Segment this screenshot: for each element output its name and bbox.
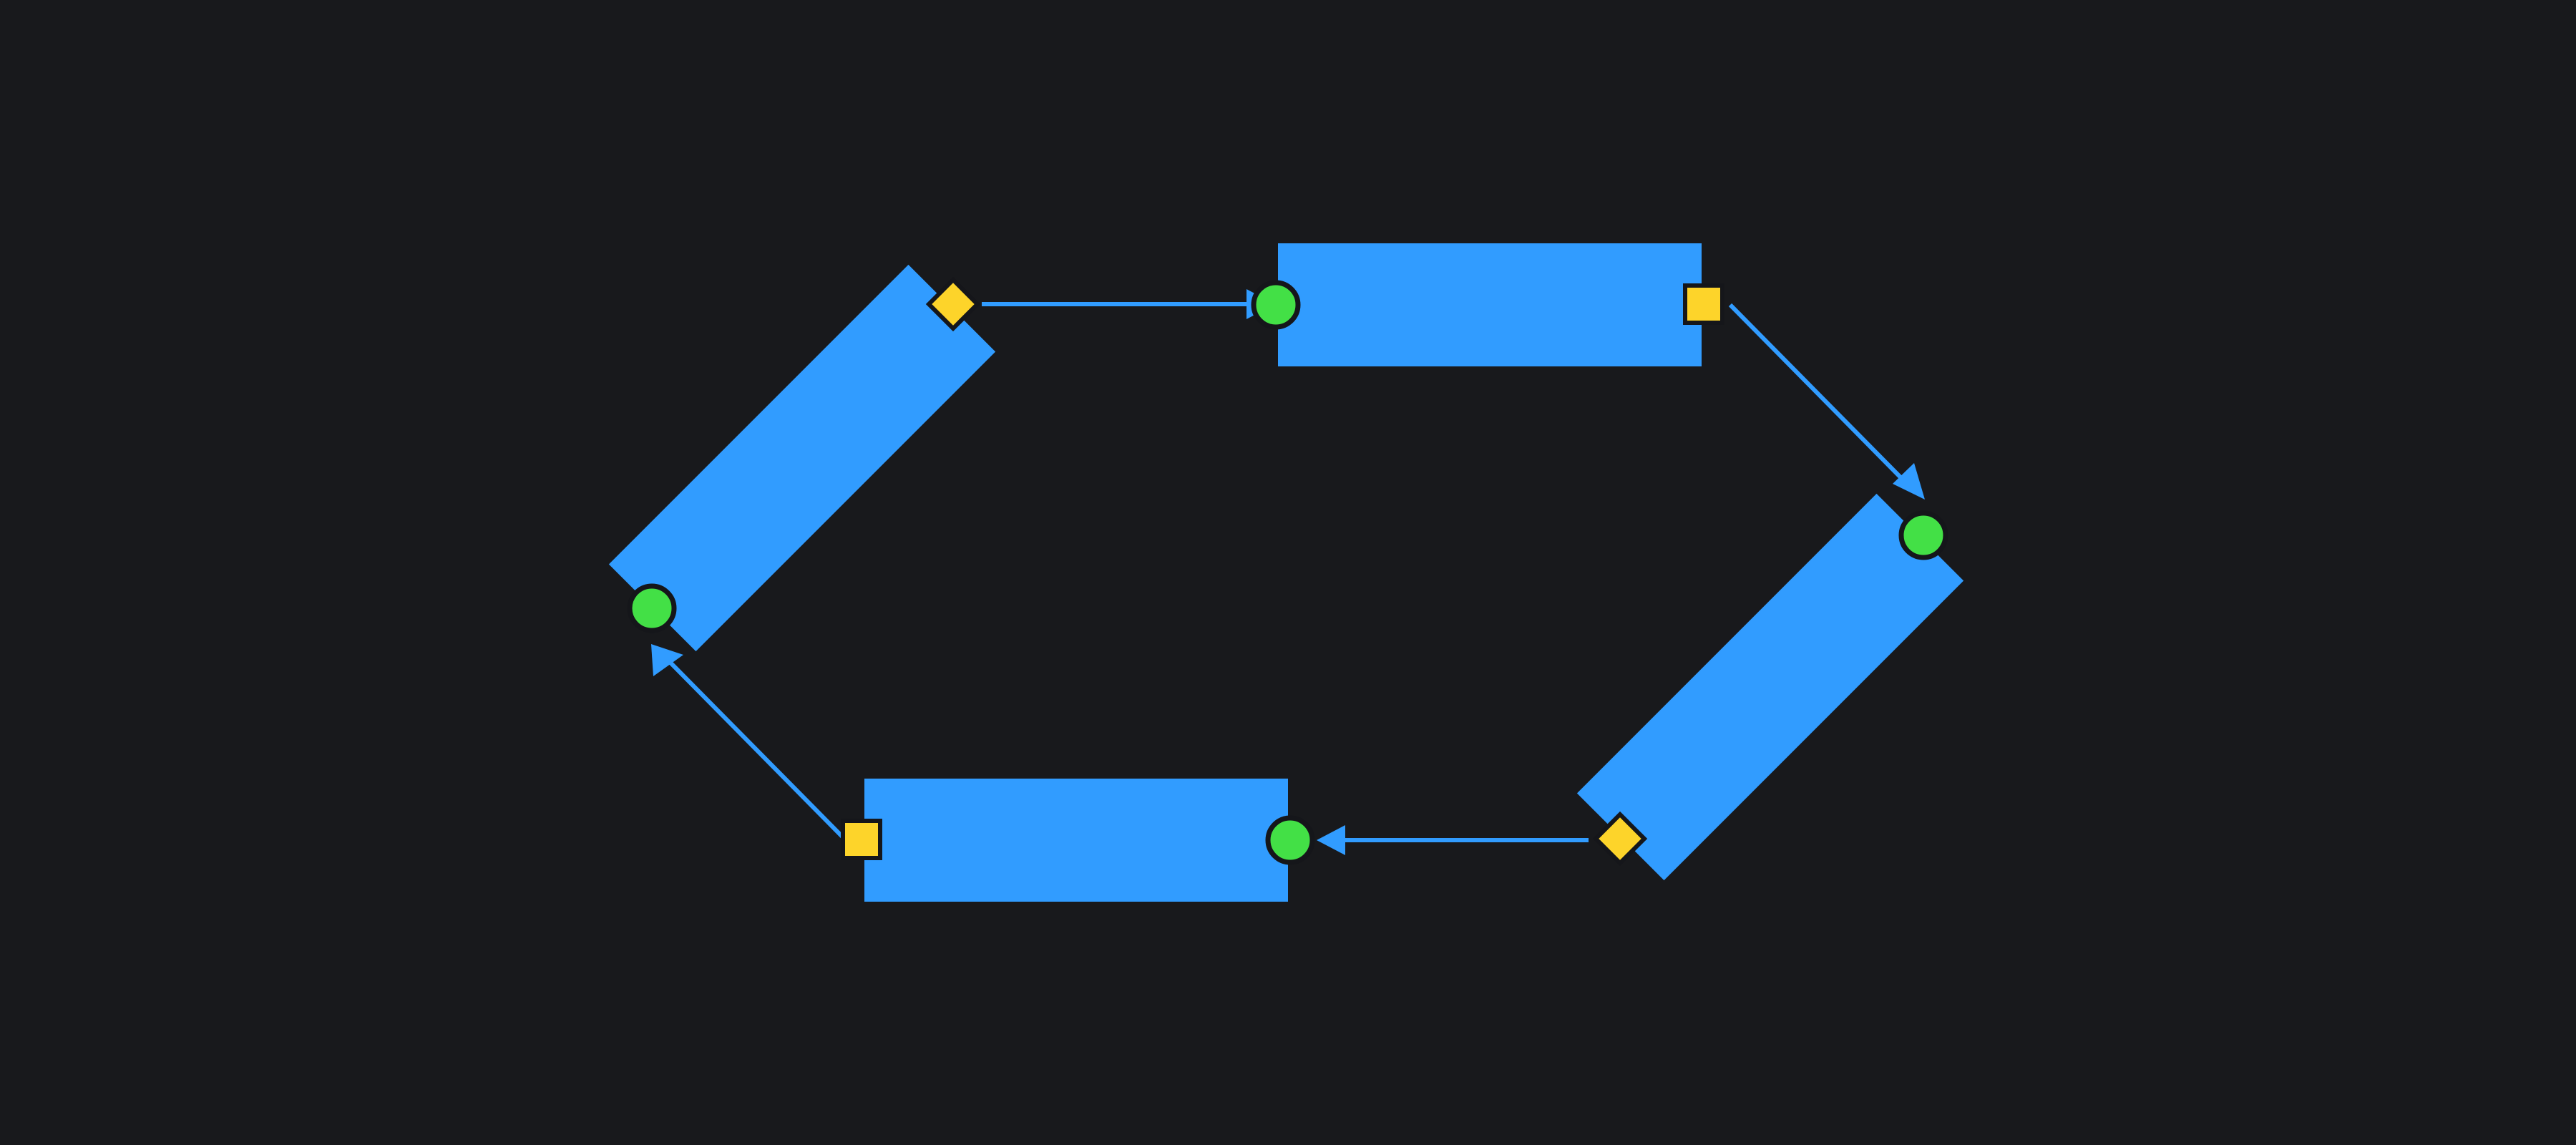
output-port-diamond-icon[interactable] <box>1592 811 1648 867</box>
output-port-square-icon[interactable] <box>1683 283 1724 325</box>
connector-right-to-bottom-arrowhead <box>1317 825 1345 855</box>
input-port-circle-icon[interactable] <box>1251 280 1301 330</box>
input-port-circle-icon[interactable] <box>627 583 677 633</box>
connectors <box>651 289 1925 855</box>
connector-top-to-right-arrowhead <box>1893 463 1925 500</box>
connector-top-to-right[interactable] <box>1728 303 1907 484</box>
output-port-square-icon[interactable] <box>841 819 882 860</box>
connector-bottom-to-left[interactable] <box>668 660 845 839</box>
node-bottom[interactable] <box>864 779 1288 902</box>
connector-bottom-to-left-arrowhead <box>651 644 683 676</box>
nodes <box>608 243 1964 902</box>
node-right[interactable] <box>1576 493 1964 881</box>
input-port-circle-icon[interactable] <box>1265 815 1315 865</box>
input-port-circle-icon[interactable] <box>1898 510 1948 560</box>
ports <box>627 276 1948 867</box>
node-top[interactable] <box>1278 243 1702 366</box>
node-left[interactable] <box>608 264 996 652</box>
output-port-diamond-icon[interactable] <box>925 276 981 332</box>
